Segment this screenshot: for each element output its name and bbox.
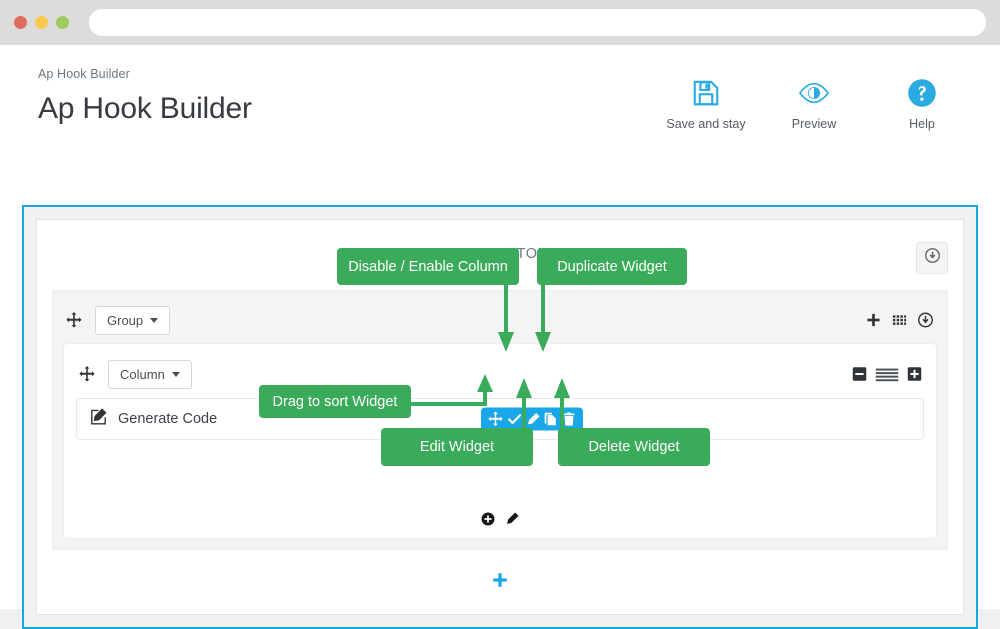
- floppy-disk-icon: [691, 77, 721, 109]
- group-dropdown-label: Group: [107, 312, 144, 328]
- window-maximize-dot[interactable]: [56, 16, 69, 29]
- hook-panel: DISPLAYTOP: [36, 219, 964, 615]
- minus-square-icon[interactable]: [852, 367, 867, 382]
- widget-toolbar: [481, 407, 583, 431]
- arrows-move-icon[interactable]: [488, 411, 503, 427]
- plus-circle-icon[interactable]: [481, 512, 495, 526]
- page-header: Ap Hook Builder Ap Hook Builder Save and…: [0, 45, 1000, 131]
- column-dropdown-label: Column: [120, 366, 165, 382]
- hook-collapse-button[interactable]: [916, 242, 948, 274]
- arrow-circle-down-icon[interactable]: [918, 312, 933, 328]
- pencil-icon[interactable]: [505, 512, 519, 526]
- trash-icon[interactable]: [562, 412, 576, 427]
- preview-label: Preview: [791, 117, 837, 131]
- breadcrumb: Ap Hook Builder: [38, 67, 130, 81]
- column-bar: Column: [76, 354, 924, 394]
- pencil-square-icon: [90, 407, 108, 431]
- page-title: Ap Hook Builder: [38, 92, 252, 125]
- help-label: Help: [909, 117, 935, 131]
- plus-icon[interactable]: [866, 313, 881, 328]
- arrow-circle-down-icon: [924, 248, 940, 268]
- question-circle-icon: [907, 77, 937, 109]
- help-button[interactable]: Help: [882, 77, 962, 131]
- column-drag-handle[interactable]: [76, 366, 98, 382]
- copy-icon[interactable]: [544, 412, 558, 427]
- group-block: Group: [52, 290, 948, 550]
- callout-disable-enable-column: Disable / Enable Column: [337, 248, 519, 285]
- header-actions: Save and stay Preview: [666, 67, 962, 131]
- window-close-dot[interactable]: [14, 16, 27, 29]
- chevron-down-icon: [150, 317, 159, 323]
- column-footer-icons: [76, 512, 924, 526]
- callout-edit-widget: Edit Widget: [381, 428, 533, 466]
- widget-label: Generate Code: [118, 411, 218, 427]
- group-drag-handle[interactable]: [63, 312, 85, 328]
- group-bar: Group: [63, 301, 937, 339]
- callout-duplicate-widget: Duplicate Widget: [537, 248, 687, 285]
- callout-delete-widget: Delete Widget: [558, 428, 710, 466]
- group-tool-icons: [866, 312, 933, 328]
- url-bar[interactable]: [89, 9, 986, 36]
- save-and-stay-label: Save and stay: [666, 117, 746, 131]
- hook-add-row: [52, 550, 948, 593]
- grid-icon[interactable]: [892, 313, 907, 328]
- hook-container: DISPLAYTOP: [22, 205, 978, 629]
- plus-square-icon[interactable]: [907, 367, 922, 382]
- page-body: Ap Hook Builder Ap Hook Builder Save and…: [0, 45, 1000, 629]
- align-justify-icon[interactable]: [875, 367, 899, 382]
- eye-icon: [798, 77, 830, 109]
- page-header-titles: Ap Hook Builder Ap Hook Builder: [38, 67, 252, 126]
- group-dropdown[interactable]: Group: [95, 305, 171, 335]
- column-tool-icons: [852, 367, 922, 382]
- preview-button[interactable]: Preview: [774, 77, 854, 131]
- window-minimize-dot[interactable]: [35, 16, 48, 29]
- chevron-down-icon: [171, 371, 180, 377]
- callout-drag-to-sort-widget: Drag to sort Widget: [259, 385, 411, 418]
- column-dropdown[interactable]: Column: [108, 359, 192, 389]
- check-icon[interactable]: [507, 412, 522, 427]
- browser-chrome: [0, 0, 1000, 45]
- pencil-icon[interactable]: [526, 412, 540, 426]
- plus-icon[interactable]: [492, 572, 508, 588]
- widget-row[interactable]: Generate Code: [76, 398, 924, 440]
- save-and-stay-button[interactable]: Save and stay: [666, 77, 746, 131]
